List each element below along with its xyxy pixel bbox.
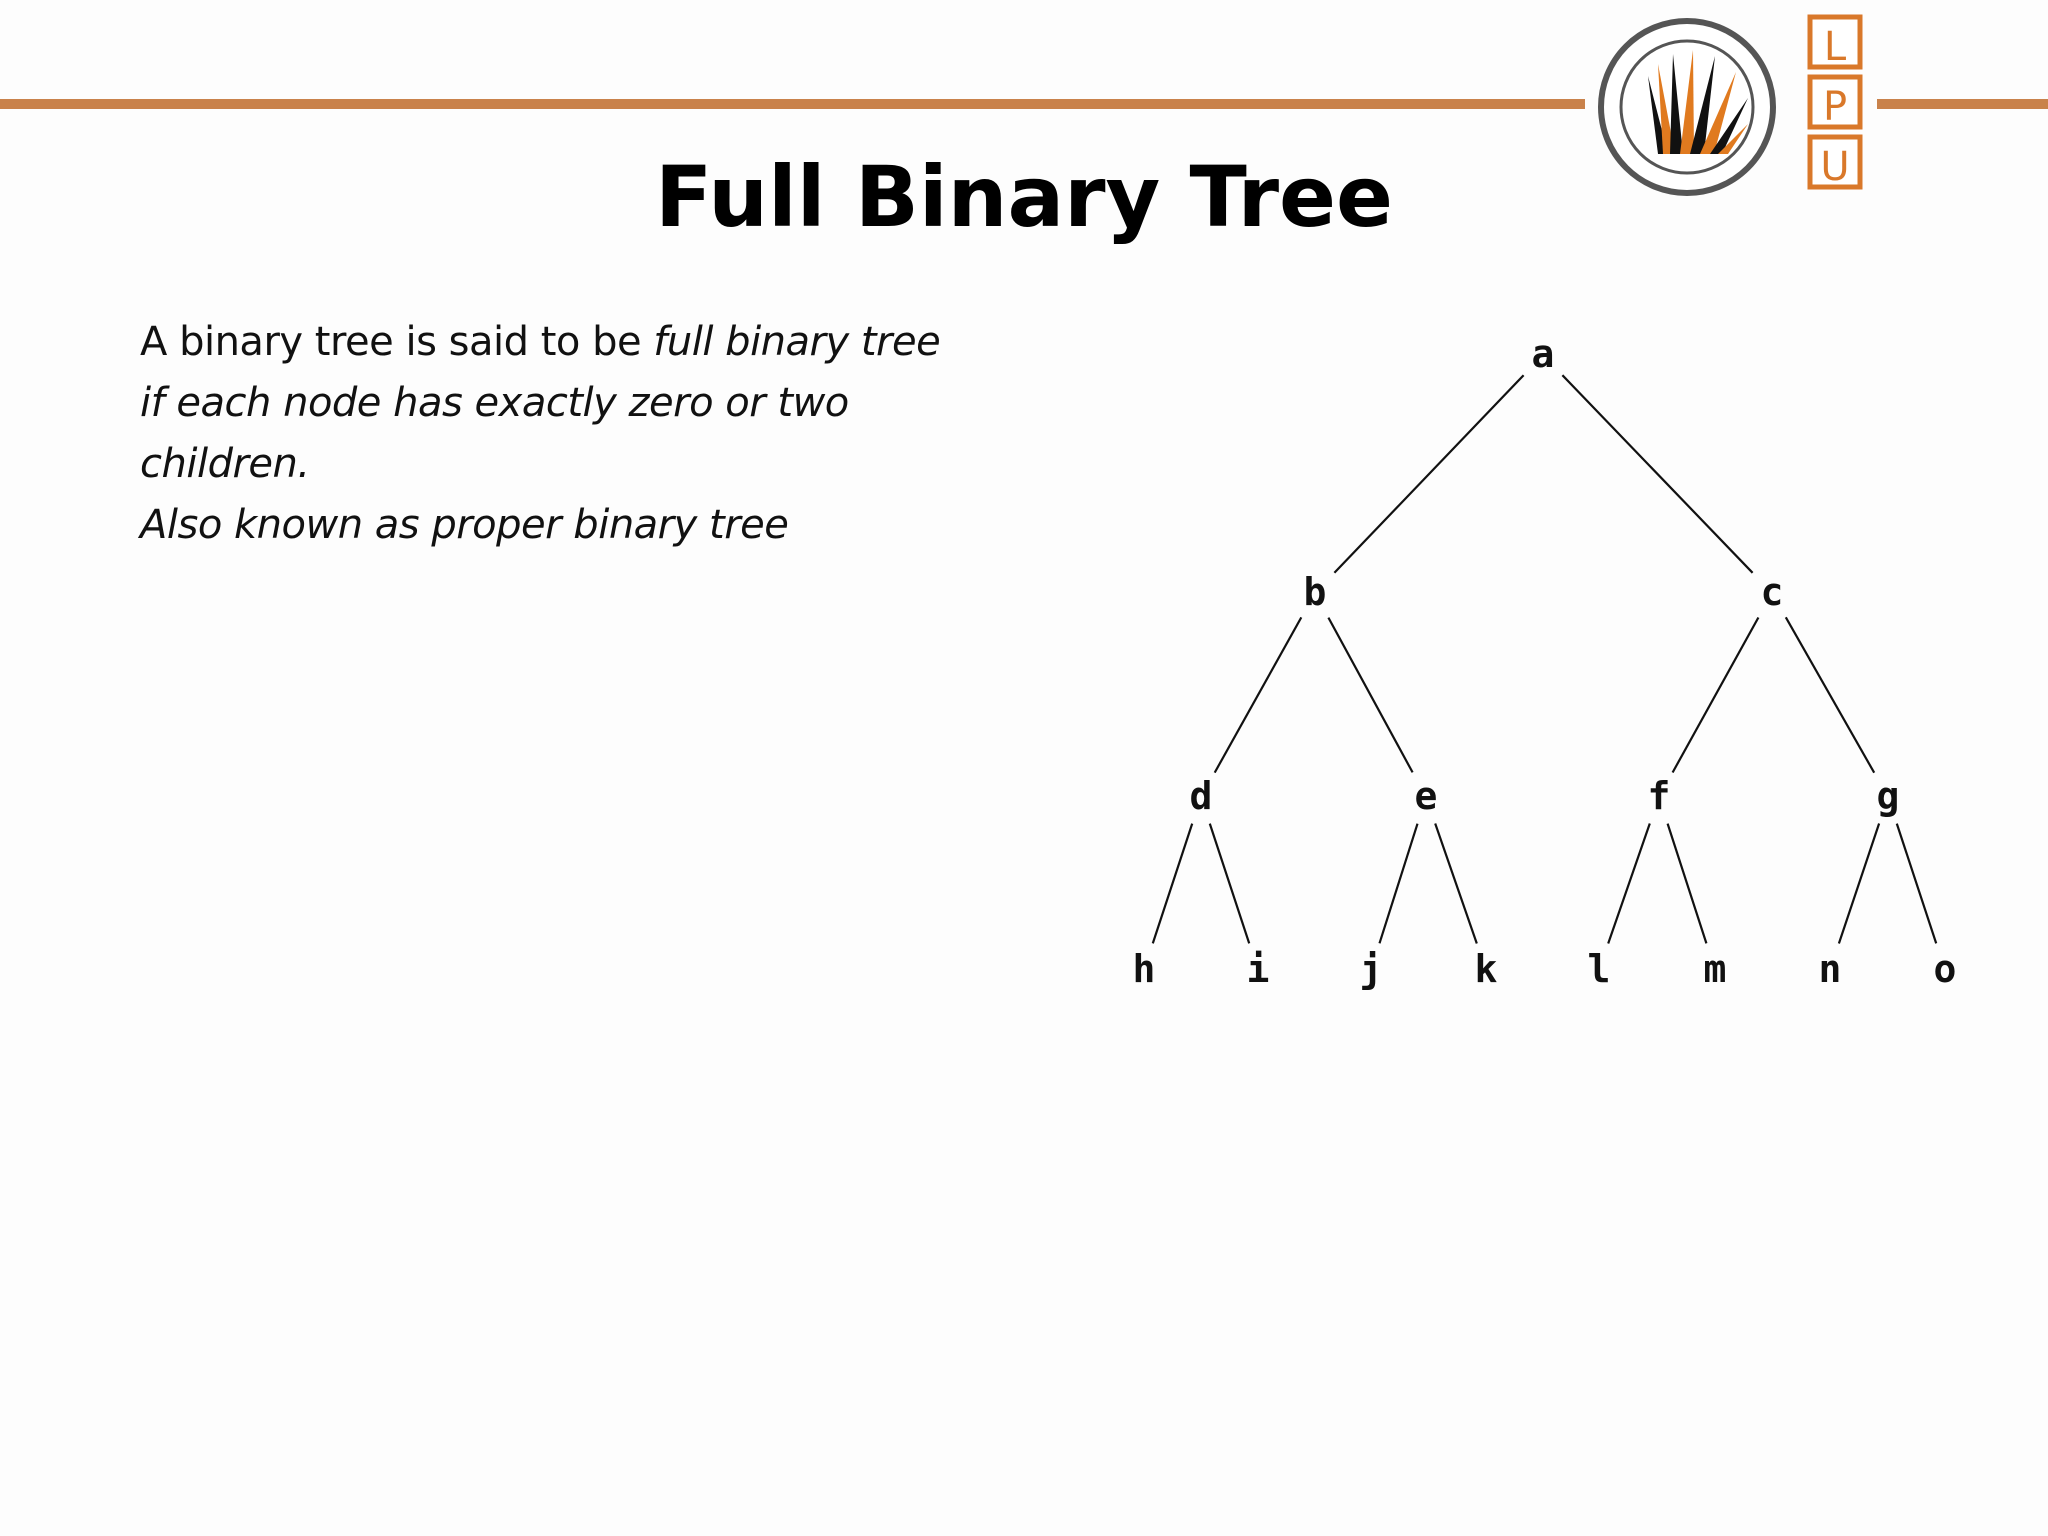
definition-term: full binary tree (653, 319, 941, 365)
lpu-letter-stack: L P U (1810, 17, 1860, 197)
tree-edge-d-i (1208, 823, 1251, 944)
tree-edge-a-b (1333, 374, 1525, 574)
tree-node-j: j (1360, 947, 1383, 991)
definition-line-1: A binary tree is said to be full binary … (140, 312, 1040, 373)
tree-edge-b-e (1327, 617, 1414, 773)
tree-edge-d-h (1151, 823, 1194, 944)
definition-line-2: if each node has exactly zero or two (140, 380, 849, 426)
binary-tree-diagram: a b c d e f g h i j k l m n o (1133, 332, 1957, 991)
tree-node-o: o (1934, 947, 1957, 991)
logo-letter-l: L (1823, 24, 1847, 70)
lpu-letters (1807, 14, 1863, 190)
definition-line-4: Also known as proper binary tree (140, 502, 789, 548)
tree-node-h: h (1133, 947, 1156, 991)
tree-node-l: l (1588, 947, 1611, 991)
slide-title: Full Binary Tree (655, 148, 1393, 246)
tree-node-e: e (1415, 774, 1438, 818)
tree-node-f: f (1648, 774, 1671, 818)
tree-edge-c-g (1784, 616, 1876, 774)
logo-letter-u: U (1820, 144, 1850, 190)
tree-edges (1151, 374, 1938, 944)
definition-text: A binary tree is said to be full binary … (140, 312, 1040, 556)
tree-nodes: a b c d e f g h i j k l m n o (1133, 332, 1957, 991)
tree-node-g: g (1877, 774, 1900, 818)
university-logo (1598, 14, 1863, 196)
definition-line-3: children. (140, 441, 310, 487)
header-bar-left (0, 99, 1585, 109)
logo-letter-p: P (1822, 84, 1848, 130)
tree-edge-g-o (1895, 823, 1938, 944)
tree-node-k: k (1475, 947, 1498, 991)
tree-edge-f-m (1666, 823, 1708, 944)
tree-edge-c-f (1671, 616, 1760, 774)
tree-node-n: n (1819, 947, 1842, 991)
tree-edge-b-d (1213, 616, 1303, 774)
tree-edge-e-j (1378, 823, 1419, 944)
tree-edge-a-c (1561, 374, 1754, 574)
tree-edge-e-k (1434, 823, 1478, 944)
definition-line-1-plain: A binary tree is said to be (140, 319, 654, 365)
tree-node-c: c (1761, 570, 1784, 614)
tree-node-d: d (1190, 774, 1213, 818)
tree-edge-f-l (1607, 823, 1651, 944)
tree-node-m: m (1704, 947, 1727, 991)
header-bar-right (1877, 99, 2048, 109)
tree-node-a: a (1532, 332, 1555, 376)
tree-node-b: b (1304, 570, 1327, 614)
university-seal-icon (1598, 18, 1776, 196)
tree-edge-g-n (1837, 823, 1881, 944)
tree-node-i: i (1247, 947, 1270, 991)
